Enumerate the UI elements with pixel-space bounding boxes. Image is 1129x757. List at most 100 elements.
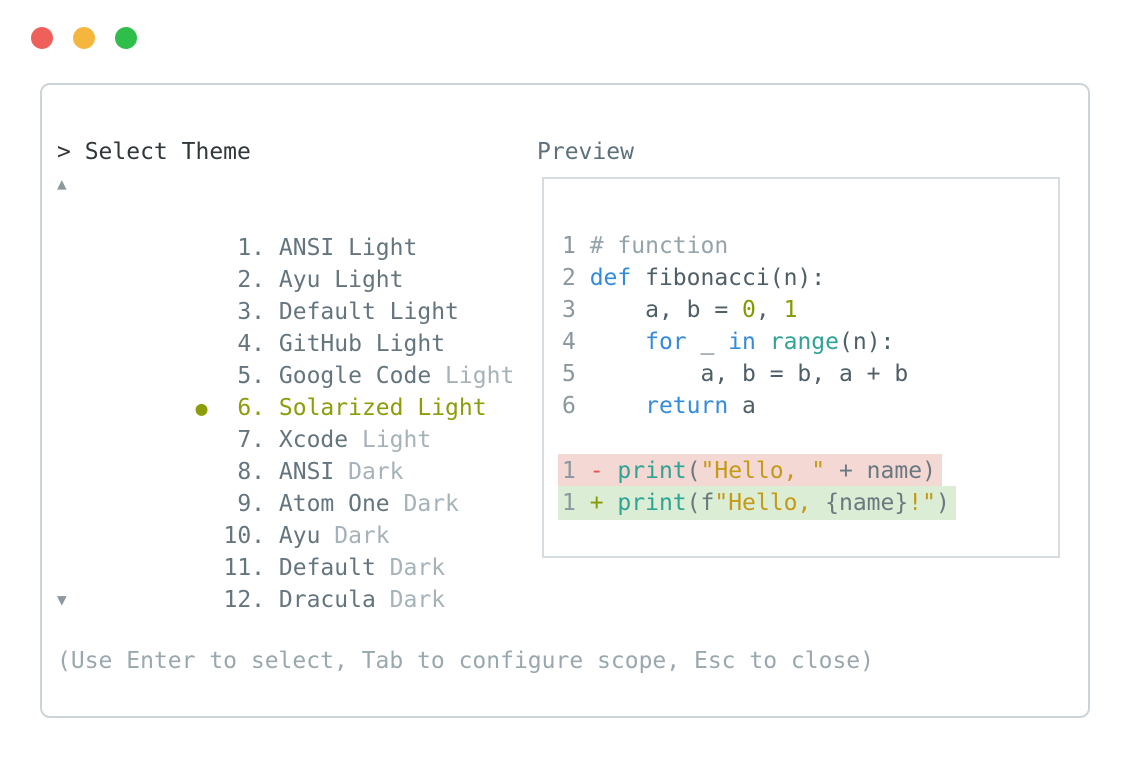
code-token: fibonacci(n): <box>631 265 826 291</box>
theme-item-11[interactable]: 11. Default Dark <box>57 520 537 581</box>
code-line: 6 return a <box>562 390 1058 422</box>
theme-name: Default Light <box>278 299 459 325</box>
code-token: {name} <box>825 490 909 516</box>
theme-item-2[interactable]: 2. Ayu Light <box>57 232 537 293</box>
scroll-down-icon[interactable]: ▼ <box>57 590 67 609</box>
theme-item-4[interactable]: 4. GitHub Light <box>57 296 537 357</box>
code-line: 4 for _ in range(n): <box>562 326 1058 358</box>
theme-item-5[interactable]: 5. Google Code Light <box>57 328 537 389</box>
code-token: 4 <box>562 329 590 355</box>
code-token: (n): <box>839 329 895 355</box>
code-token: a, b = <box>589 297 743 323</box>
help-text: (Use Enter to select, Tab to configure s… <box>57 648 874 674</box>
theme-number: 6. <box>223 395 279 421</box>
theme-item-6[interactable]: ● 6. Solarized Light <box>57 360 537 421</box>
code-token: 1 <box>562 458 590 484</box>
theme-name: ANSI Light <box>278 235 418 261</box>
theme-name: Atom One <box>278 491 390 517</box>
theme-number: 4. <box>223 331 279 357</box>
code-token: "Hello, <box>714 490 826 516</box>
code-token: + <box>589 490 618 516</box>
theme-item-3[interactable]: 3. Default Light <box>57 264 537 325</box>
code-token: print <box>617 458 687 484</box>
code-token: 1 <box>562 233 590 259</box>
theme-list-column: > Select Theme ▲ 1. ANSI Light 2. Ayu Li… <box>57 136 537 616</box>
theme-item-7[interactable]: 7. Xcode Light <box>57 392 537 453</box>
minimize-button[interactable] <box>73 27 95 49</box>
theme-name: Default <box>278 555 376 581</box>
theme-name: Ayu <box>278 523 321 549</box>
code-token: 1 <box>783 297 798 323</box>
theme-variant: Dark <box>375 587 446 613</box>
code-token: + name) <box>825 458 936 484</box>
code-line: 3 a, b = 0, 1 <box>562 294 1058 326</box>
theme-variant: Dark <box>375 555 446 581</box>
theme-number: 1. <box>223 235 279 261</box>
code-token: 3 <box>562 297 590 323</box>
scroll-up-icon[interactable]: ▲ <box>57 174 67 193</box>
theme-variant: Dark <box>389 491 459 517</box>
code-token: range <box>769 329 839 355</box>
code-line: 2 def fibonacci(n): <box>562 262 1058 294</box>
theme-name: Google Code <box>278 363 432 389</box>
selected-bullet-icon: ● <box>195 396 208 420</box>
theme-number: 12. <box>223 587 279 613</box>
theme-name: GitHub Light <box>278 331 446 357</box>
code-token: def <box>589 265 632 291</box>
theme-number: 10. <box>223 523 279 549</box>
theme-number: 2. <box>223 267 279 293</box>
code-token: for <box>645 329 687 355</box>
code-token <box>590 329 645 355</box>
theme-number: 5. <box>223 363 279 389</box>
code-token: print <box>617 490 687 516</box>
theme-item-9[interactable]: 9. Atom One Dark <box>57 456 537 517</box>
theme-item-8[interactable]: 8. ANSI Dark <box>57 424 537 485</box>
code-token: _ <box>686 329 729 355</box>
code-token: 2 <box>562 265 590 291</box>
code-token: , <box>755 297 784 323</box>
theme-name: Ayu Light <box>278 267 404 293</box>
zoom-button[interactable] <box>115 27 137 49</box>
code-token: return <box>645 393 729 419</box>
theme-number: 9. <box>223 491 279 517</box>
code-token: 5 <box>562 361 590 387</box>
theme-number: 3. <box>223 299 279 325</box>
code-line <box>562 422 1058 454</box>
theme-variant: Light <box>348 427 432 453</box>
window-controls <box>31 27 137 49</box>
theme-item-1[interactable]: 1. ANSI Light <box>57 200 537 261</box>
code-line: 5 a, b = b, a + b <box>562 358 1058 390</box>
code-token: ( <box>686 458 701 484</box>
code-token: 0 <box>742 297 756 323</box>
theme-name: ANSI <box>278 459 335 485</box>
theme-picker-panel: > Select Theme ▲ 1. ANSI Light 2. Ayu Li… <box>40 83 1090 718</box>
code-token: # function <box>589 233 729 259</box>
theme-number: 7. <box>223 427 279 453</box>
code-token: a, b = b, a + b <box>589 361 909 387</box>
code-token: - <box>589 458 618 484</box>
theme-item-10[interactable]: 10. Ayu Dark <box>57 488 537 549</box>
code-line: 1 + print(f"Hello, {name}!") <box>558 486 1058 520</box>
code-token: !" <box>908 490 936 516</box>
code-token: "Hello, " <box>700 458 826 484</box>
preview-label: Preview <box>537 139 634 165</box>
theme-name: Solarized Light <box>278 395 487 421</box>
code-line: 1 # function <box>562 230 1058 262</box>
theme-name: Xcode <box>278 427 349 453</box>
code-token: 6 <box>562 393 590 419</box>
theme-variant: Dark <box>334 459 404 485</box>
theme-variant: Dark <box>320 523 390 549</box>
theme-list: 1. ANSI Light 2. Ayu Light 3. Default Li… <box>57 200 537 613</box>
theme-variant: Light <box>431 363 515 389</box>
code-token <box>756 329 770 355</box>
picker-title: > Select Theme <box>57 139 251 165</box>
code-token: 1 <box>562 490 590 516</box>
theme-item-12[interactable]: 12. Dracula Dark <box>57 552 537 613</box>
code-token: (f <box>686 490 715 516</box>
theme-number: 8. <box>223 459 279 485</box>
code-token: in <box>728 329 756 355</box>
close-button[interactable] <box>31 27 53 49</box>
code-token: ) <box>935 490 950 516</box>
